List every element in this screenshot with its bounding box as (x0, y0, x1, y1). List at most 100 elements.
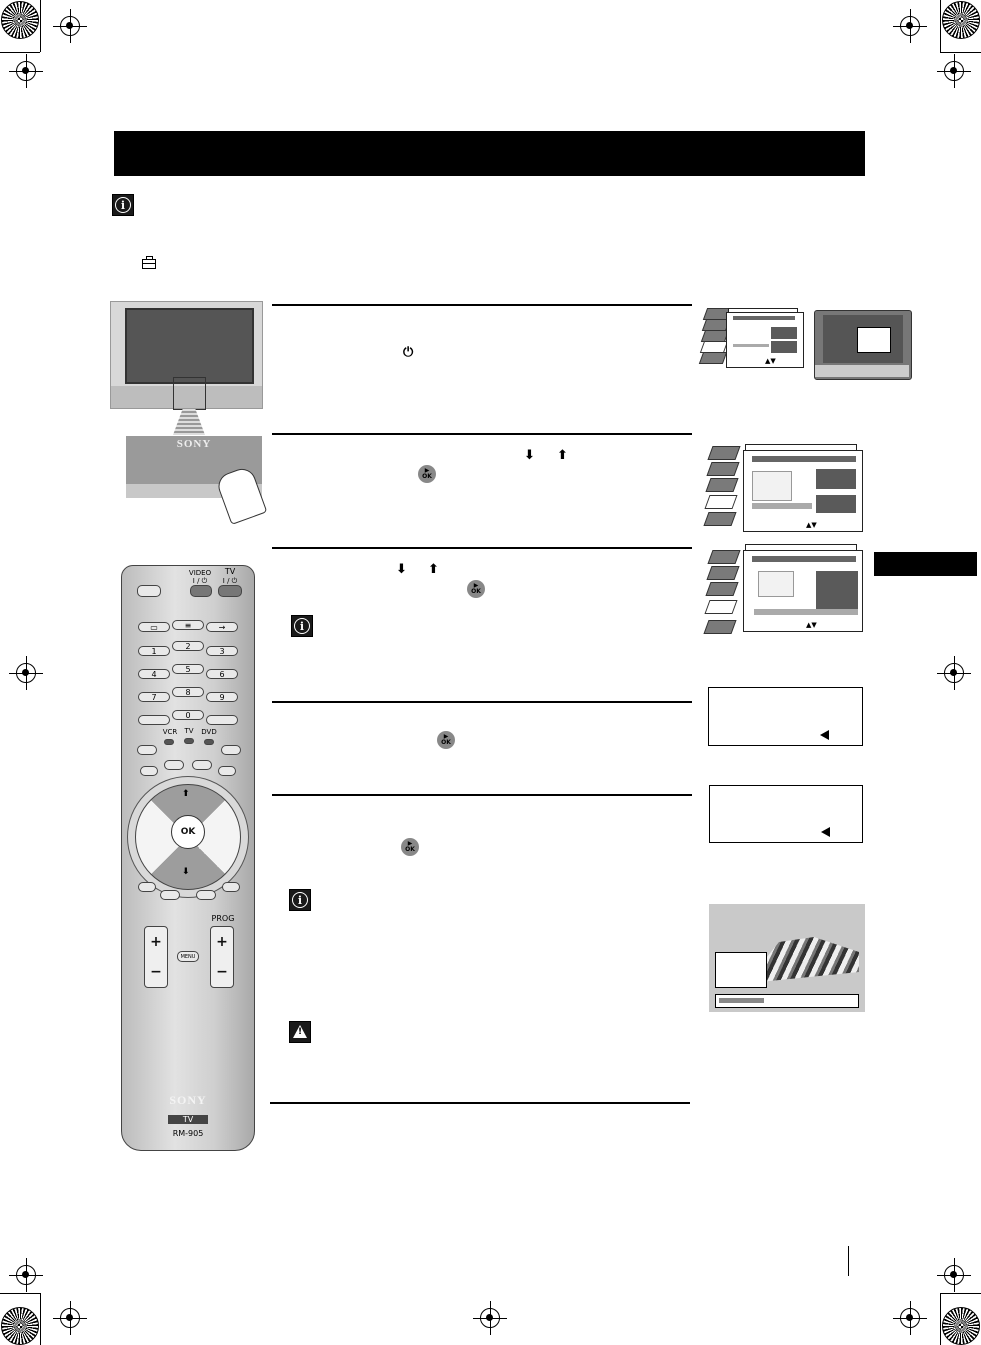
display-box-step5 (709, 785, 863, 843)
menu-tab-icon (705, 582, 739, 596)
remote-menu-button[interactable]: MENU (177, 951, 199, 962)
remote-key-info[interactable] (138, 715, 170, 725)
remote-key-6[interactable]: 6 (206, 669, 238, 679)
remote-color-button[interactable] (138, 882, 156, 892)
down-arrow-icon: ⬇ (396, 562, 407, 577)
registration-mark (937, 1258, 971, 1292)
ok-button-icon: OK (437, 731, 455, 749)
registration-mark (893, 1301, 927, 1335)
registration-burst-bottom-right (942, 1307, 980, 1345)
prog-minus-label: − (216, 964, 228, 980)
prog-plus-label: + (216, 934, 228, 950)
crop-line (940, 52, 981, 53)
crop-line (40, 1293, 41, 1345)
crop-line (0, 52, 40, 53)
menu-screen-step1: ▲▼ (698, 306, 912, 380)
tv-power-button[interactable] (218, 585, 242, 597)
registration-mark (9, 1258, 43, 1292)
menu-selected-row (752, 503, 812, 509)
remote-key-5[interactable]: 5 (172, 664, 204, 674)
remote-row1-button[interactable]: ≡ (172, 620, 204, 630)
remote-row1-button[interactable]: → (206, 622, 238, 632)
menu-window: ▲▼ (743, 450, 863, 532)
step-divider (272, 433, 692, 435)
menu-tab-icon (703, 620, 737, 634)
menu-value-box (816, 469, 856, 489)
mode-label-vcr: VCR (162, 728, 178, 736)
menu-navigation-arrows: ▲▼ (765, 357, 776, 365)
mute-button[interactable] (137, 585, 161, 597)
registration-burst-top-right (942, 1, 980, 39)
mode-label-tv: TV (184, 727, 194, 735)
remote-key-3[interactable]: 3 (206, 646, 238, 656)
dpad-down-arrow-icon[interactable]: ⬇ (182, 867, 190, 877)
toolbox-icon (142, 256, 156, 269)
remote-ok-button[interactable]: OK (171, 815, 205, 849)
remote-mode-left-button[interactable] (137, 745, 157, 755)
menu-header-bar (752, 556, 856, 562)
menu-window: ▲▼ (743, 550, 863, 632)
remote-key-7[interactable]: 7 (138, 692, 170, 702)
menu-tab-icon (698, 352, 728, 364)
mode-vcr-button[interactable] (164, 739, 174, 745)
remote-key-2[interactable]: 2 (172, 641, 204, 651)
registration-mark (893, 9, 927, 43)
registration-mark (53, 1301, 87, 1335)
tv-base (111, 386, 262, 408)
mode-tv-button[interactable] (184, 738, 194, 744)
remote-function-button[interactable] (218, 766, 236, 776)
remote-key-8[interactable]: 8 (172, 687, 204, 697)
remote-function-button[interactable] (140, 766, 158, 776)
remote-function-button[interactable] (164, 760, 184, 770)
ok-button-icon: OK (418, 465, 436, 483)
power-symbol-icon: ⏻ (403, 345, 414, 360)
dpad-up-arrow-icon[interactable]: ⬆ (182, 789, 190, 799)
remote-key-input[interactable] (206, 715, 238, 725)
registration-mark (937, 54, 971, 88)
page-number-divider (848, 1246, 849, 1276)
remote-key-4[interactable]: 4 (138, 669, 170, 679)
ok-button-icon: OK (401, 838, 419, 856)
remote-key-1[interactable]: 1 (138, 646, 170, 656)
menu-screen-step3: ▲▼ (703, 544, 865, 636)
remote-function-button[interactable] (192, 760, 212, 770)
menu-screen-step2: ▲▼ (703, 440, 865, 535)
tv-screen (125, 308, 254, 384)
registration-mark (473, 1301, 507, 1335)
remote-color-button[interactable] (160, 890, 180, 900)
registration-mark (937, 656, 971, 690)
registration-mark (9, 54, 43, 88)
menu-option-list (752, 471, 792, 501)
menu-window: ▲▼ (726, 312, 804, 368)
down-arrow-icon: ⬇ (524, 448, 535, 463)
video-power-button[interactable] (190, 585, 212, 597)
information-icon: i (291, 615, 313, 637)
menu-selected-row (754, 609, 858, 615)
mode-dvd-button[interactable] (204, 739, 214, 745)
remote-color-button[interactable] (222, 882, 240, 892)
display-box-step4 (708, 687, 863, 746)
remote-key-0[interactable]: 0 (172, 710, 204, 720)
up-arrow-icon: ⬆ (557, 448, 568, 463)
menu-navigation-arrows: ▲▼ (806, 521, 817, 529)
menu-value-box (771, 327, 797, 339)
menu-option-list (758, 571, 794, 597)
prog-label: PROG (211, 914, 235, 923)
menu-tab-icon (704, 600, 738, 614)
up-arrow-icon: ⬆ (428, 562, 439, 577)
volume-rocker[interactable]: + − (144, 926, 168, 988)
step-divider (272, 304, 692, 306)
menu-selected-row (733, 344, 769, 347)
menu-tab-icon (707, 550, 741, 564)
programme-rocker[interactable]: + − (210, 926, 234, 988)
tv-thumbnail (814, 310, 912, 380)
tv-panel-highlight (173, 377, 206, 410)
picture-inset-box (715, 952, 767, 988)
remote-key-9[interactable]: 9 (206, 692, 238, 702)
crop-line (940, 1293, 941, 1345)
step-divider (272, 701, 692, 703)
remote-color-button[interactable] (196, 890, 216, 900)
remote-mode-right-button[interactable] (221, 745, 241, 755)
remote-row1-button[interactable]: ▭ (138, 622, 170, 632)
status-bar-fill (719, 998, 764, 1003)
